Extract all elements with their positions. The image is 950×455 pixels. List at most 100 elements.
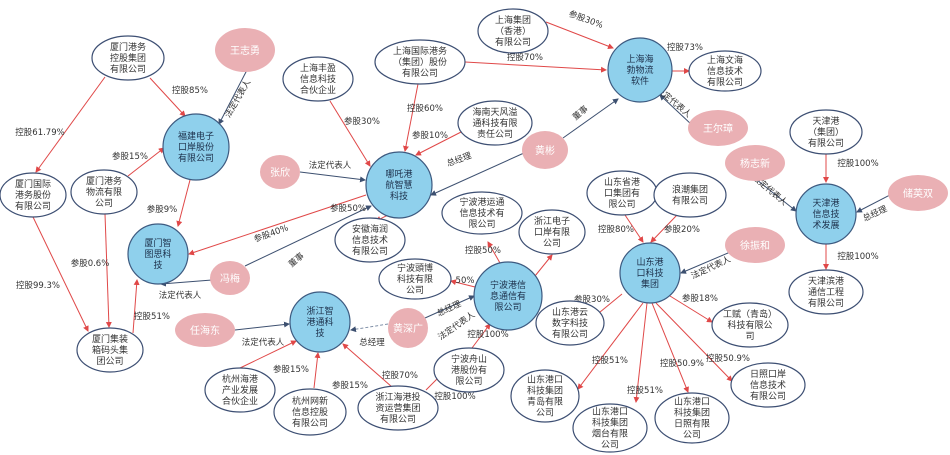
company-node[interactable]: 山东港口科技集团青岛有限公司	[510, 369, 580, 423]
hub-name: 山东港口科技集团	[636, 256, 663, 290]
person-name: 任海东	[190, 324, 220, 337]
hub-node[interactable]: 山东港口科技集团	[619, 242, 681, 304]
hub-node[interactable]: 哪吒港航智慧科技	[365, 151, 433, 219]
edge-label: 法定代表人	[242, 337, 285, 348]
hub-node[interactable]: 厦门智图思科技	[127, 223, 189, 285]
company-name: 海南天风溢通科技有限责任公司	[472, 106, 517, 140]
person-node[interactable]: 黄彬	[522, 131, 568, 169]
hub-node[interactable]: 福建电子口岸股份有限公司	[162, 113, 230, 181]
hub-node[interactable]: 上海海勃物流软件	[607, 37, 673, 103]
edge-label: 参股18%	[682, 293, 718, 304]
company-node[interactable]: 天津滨港通信工程有限公司	[788, 269, 864, 315]
company-name: 上海文海信息技术有限公司	[707, 54, 743, 88]
person-name: 冯梅	[220, 272, 240, 285]
edge-label: 控股70%	[507, 52, 543, 63]
person-node[interactable]: 储英双	[888, 175, 948, 211]
company-node[interactable]: 上海丰盈信息科技合伙企业	[282, 56, 354, 102]
company-node[interactable]: 安徽海润信息技术有限公司	[334, 217, 406, 263]
company-node[interactable]: 海南天风溢通科技有限责任公司	[457, 100, 533, 146]
company-node[interactable]: 日照口岸信息技术有限公司	[730, 362, 806, 408]
company-name: 山东港口科技集团日照有限公司	[674, 396, 710, 441]
person-node[interactable]: 黄深广	[388, 308, 428, 348]
edge-label: 50%	[456, 276, 475, 286]
edge-label: 参股40%	[252, 222, 290, 245]
company-name: 浙江电子口岸有限公司	[534, 215, 570, 249]
hub-node[interactable]: 宁波港信息通信有限公司	[473, 261, 543, 331]
company-node[interactable]: 上海文海信息技术有限公司	[688, 50, 762, 92]
company-node[interactable]: 宁波舟山港股份有限公司	[433, 347, 505, 393]
person-node[interactable]: 王尔璋	[688, 110, 748, 146]
edge-label: 控股51%	[627, 385, 663, 396]
person-name: 黄深广	[393, 322, 423, 335]
edge-label: 参股15%	[112, 151, 148, 162]
person-node[interactable]: 张欣	[260, 155, 300, 189]
hub-node[interactable]: 浙江智港通科技	[289, 291, 351, 353]
company-node[interactable]: 浪潮集团有限公司	[653, 172, 727, 218]
company-node[interactable]: 浙江电子口岸有限公司	[518, 209, 586, 255]
company-node[interactable]: 厦门国际港务股份有限公司	[0, 172, 67, 218]
company-node[interactable]: 上海集团（香港）有限公司	[477, 8, 549, 54]
companies: 厦门港务控股集团有限公司 厦门国际港务股份有限公司 厦门港务物流有限公司 厦门集…	[0, 8, 864, 453]
edge-label: 控股100%	[837, 251, 878, 262]
person-node[interactable]: 任海东	[175, 313, 235, 347]
company-name: 山东港口科技集团烟台有限公司	[592, 406, 628, 451]
edge-label: 参股9%	[147, 204, 178, 215]
edge-label: 法定代表人	[159, 290, 202, 301]
company-name: 浙江海港投资运营集团有限公司	[375, 391, 420, 425]
hub-name: 天津港信息技术发展	[812, 197, 839, 231]
edge-label: 参股10%	[412, 130, 448, 141]
person-name: 张欣	[270, 166, 290, 179]
company-node[interactable]: 上海国际港务（集团）股份有限公司	[374, 39, 466, 85]
edge-label: 总经理	[435, 298, 463, 319]
company-name: 杭州海港产业发展合伙企业	[222, 373, 258, 407]
company-node[interactable]: 厦门港务控股集团有限公司	[91, 35, 165, 81]
person-name: 储英双	[903, 187, 933, 200]
person-name: 王志勇	[230, 44, 260, 57]
edge-label: 控股60%	[407, 103, 443, 114]
company-node[interactable]: 工赋（青岛）科技有限公司	[711, 302, 789, 348]
company-node[interactable]: 宁波頭博科技有限公司	[378, 258, 452, 300]
company-name: 天津港（集团）有限公司	[808, 115, 844, 149]
company-node[interactable]: 杭州网新信息控股有限公司	[273, 388, 347, 436]
company-name: 天津滨港通信工程有限公司	[808, 275, 844, 309]
company-name: 杭州网新信息控股有限公司	[292, 395, 328, 429]
edge-label: 控股61.79%	[15, 127, 64, 138]
edge-label: 参股30%	[344, 116, 380, 127]
edge-label: 参股20%	[664, 224, 700, 235]
edge-label: 总经理	[359, 337, 385, 348]
company-node[interactable]: 山东港口科技集团烟台有限公司	[572, 403, 648, 453]
edge-label: 控股73%	[667, 42, 703, 53]
company-name: 宁波舟山港股份有限公司	[451, 353, 487, 387]
edge-label: 控股70%	[382, 370, 418, 381]
edge-label: 控股51%	[134, 311, 170, 322]
edges	[32, 21, 891, 403]
person-node[interactable]: 徐振和	[725, 227, 785, 263]
person-node[interactable]: 杨志新	[725, 145, 785, 181]
company-node[interactable]: 浙江海港投资运营集团有限公司	[357, 385, 439, 431]
hub-name: 福建电子口岸股份有限公司	[178, 130, 214, 164]
person-node[interactable]: 王志勇	[215, 28, 275, 72]
edge-label: 参股30%	[567, 8, 605, 31]
company-node[interactable]: 厦门集装箱码头集团公司	[76, 327, 144, 373]
company-name: 厦门港务控股集团有限公司	[110, 41, 146, 75]
company-name: 浪潮集团有限公司	[672, 184, 708, 207]
company-node[interactable]: 宁波港运通信息技术有限公司	[441, 191, 523, 235]
company-node[interactable]: 厦门港务物流有限公司	[70, 169, 138, 215]
company-name: 工赋（青岛）科技有限公司	[723, 308, 777, 342]
person-node[interactable]: 冯梅	[210, 261, 250, 295]
hub-name: 哪吒港航智慧科技	[385, 168, 412, 202]
hub-node[interactable]: 天津港信息技术发展	[795, 183, 857, 245]
company-name: 日照口岸信息技术有限公司	[750, 369, 786, 402]
person-name: 徐振和	[740, 239, 770, 252]
edge-label: 参股30%	[574, 294, 610, 305]
company-node[interactable]: 山东港口科技集团日照有限公司	[654, 392, 730, 444]
company-node[interactable]: 山东省港口集团有限公司	[586, 170, 658, 216]
company-node[interactable]: 杭州海港产业发展合伙企业	[204, 367, 276, 413]
company-name: 上海丰盈信息科技合伙企业	[300, 62, 336, 96]
company-node[interactable]: 天津港（集团）有限公司	[789, 109, 863, 155]
persons: 王志勇 张欣 黄彬 王尔璋 杨志新 储英双 徐振和 冯梅 任海东 黄深广	[175, 28, 948, 348]
hub-name: 上海海勃物流软件	[626, 53, 653, 87]
company-node[interactable]: 山东港云数字科技有限公司	[535, 300, 605, 346]
edge-label: 控股50.9%	[706, 353, 750, 364]
company-name: 山东港口科技集团青岛有限公司	[527, 374, 563, 419]
